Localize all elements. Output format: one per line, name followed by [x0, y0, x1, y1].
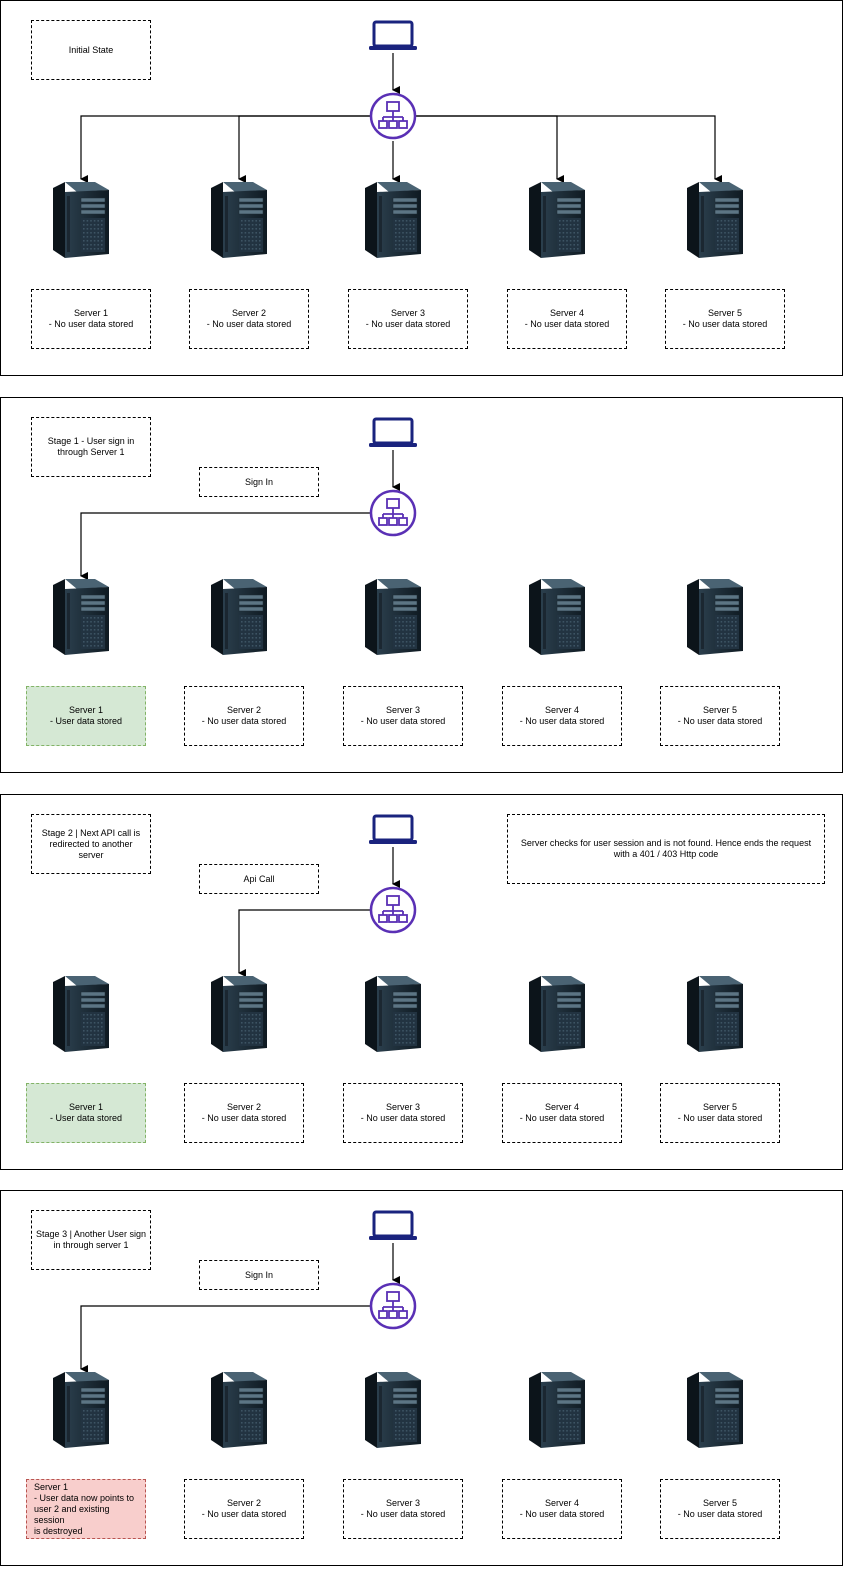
stage-title: Stage 3 | Another User sign in through s… [31, 1210, 151, 1270]
load-balancer-icon [368, 885, 418, 940]
server-label-3: Server 3 - No user data stored [348, 289, 468, 349]
server-tower-icon [209, 577, 269, 657]
load-balancer-icon [368, 91, 418, 146]
server-label-3: Server 3 - No user data stored [343, 686, 463, 746]
request-label: Sign In [199, 467, 319, 497]
laptop-icon [368, 20, 418, 57]
server-tower-icon [685, 180, 745, 260]
server-tower-icon [51, 1370, 111, 1450]
load-balancer-icon [368, 1281, 418, 1336]
connection-lines [80, 53, 722, 183]
server-label-1: Server 1 - User data now points to user … [26, 1479, 146, 1539]
request-label: Api Call [199, 864, 319, 894]
server-tower-icon [209, 180, 269, 260]
server-label-5: Server 5 - No user data stored [660, 686, 780, 746]
route-arrow-server-1 [80, 115, 393, 183]
server-tower-icon [527, 180, 587, 260]
server-label-4: Server 4 - No user data stored [502, 686, 622, 746]
server-label-3: Server 3 - No user data stored [343, 1479, 463, 1539]
server-note: Server checks for user session and is no… [507, 814, 825, 884]
server-tower-icon [51, 974, 111, 1054]
server-tower-icon [685, 577, 745, 657]
connection-lines [80, 450, 400, 580]
stage-title: Stage 1 - User sign in through Server 1 [31, 417, 151, 477]
server-label-3: Server 3 - No user data stored [343, 1083, 463, 1143]
server-tower-icon [209, 1370, 269, 1450]
server-label-1: Server 1 - User data stored [26, 1083, 146, 1143]
stage-title: Initial State [31, 20, 151, 80]
route-arrow-server-2 [238, 909, 393, 977]
server-label-1: Server 1 - User data stored [26, 686, 146, 746]
server-tower-icon [685, 1370, 745, 1450]
server-label-5: Server 5 - No user data stored [660, 1479, 780, 1539]
server-label-5: Server 5 - No user data stored [660, 1083, 780, 1143]
route-arrow-server-1 [80, 1305, 393, 1373]
server-tower-icon [527, 1370, 587, 1450]
stage-panel-2: Stage 2 | Next API call is redirected to… [0, 794, 843, 1170]
server-tower-icon [527, 577, 587, 657]
server-label-2: Server 2 - No user data stored [189, 289, 309, 349]
route-arrow-server-2 [238, 115, 393, 183]
route-arrow-server-1 [80, 512, 393, 580]
server-tower-icon [51, 577, 111, 657]
server-label-5: Server 5 - No user data stored [665, 289, 785, 349]
server-tower-icon [51, 180, 111, 260]
server-label-2: Server 2 - No user data stored [184, 1083, 304, 1143]
load-balancer-icon [368, 488, 418, 543]
server-tower-icon [685, 974, 745, 1054]
server-tower-icon [363, 1370, 423, 1450]
stage-panel-3: Stage 3 | Another User sign in through s… [0, 1190, 843, 1566]
stage-panel-1: Stage 1 - User sign in through Server 1 S… [0, 397, 843, 773]
laptop-icon [368, 417, 418, 454]
server-label-4: Server 4 - No user data stored [502, 1479, 622, 1539]
server-tower-icon [363, 180, 423, 260]
server-tower-icon [527, 974, 587, 1054]
server-label-2: Server 2 - No user data stored [184, 1479, 304, 1539]
server-tower-icon [363, 577, 423, 657]
request-label: Sign In [199, 1260, 319, 1290]
server-label-4: Server 4 - No user data stored [502, 1083, 622, 1143]
stage-title: Stage 2 | Next API call is redirected to… [31, 814, 151, 874]
server-label-1: Server 1 - No user data stored [31, 289, 151, 349]
route-arrow-server-5 [393, 115, 722, 183]
server-label-2: Server 2 - No user data stored [184, 686, 304, 746]
laptop-icon [368, 814, 418, 851]
server-label-4: Server 4 - No user data stored [507, 289, 627, 349]
connection-lines [238, 847, 400, 977]
server-tower-icon [363, 974, 423, 1054]
laptop-icon [368, 1210, 418, 1247]
connection-lines [80, 1243, 400, 1373]
server-tower-icon [209, 974, 269, 1054]
